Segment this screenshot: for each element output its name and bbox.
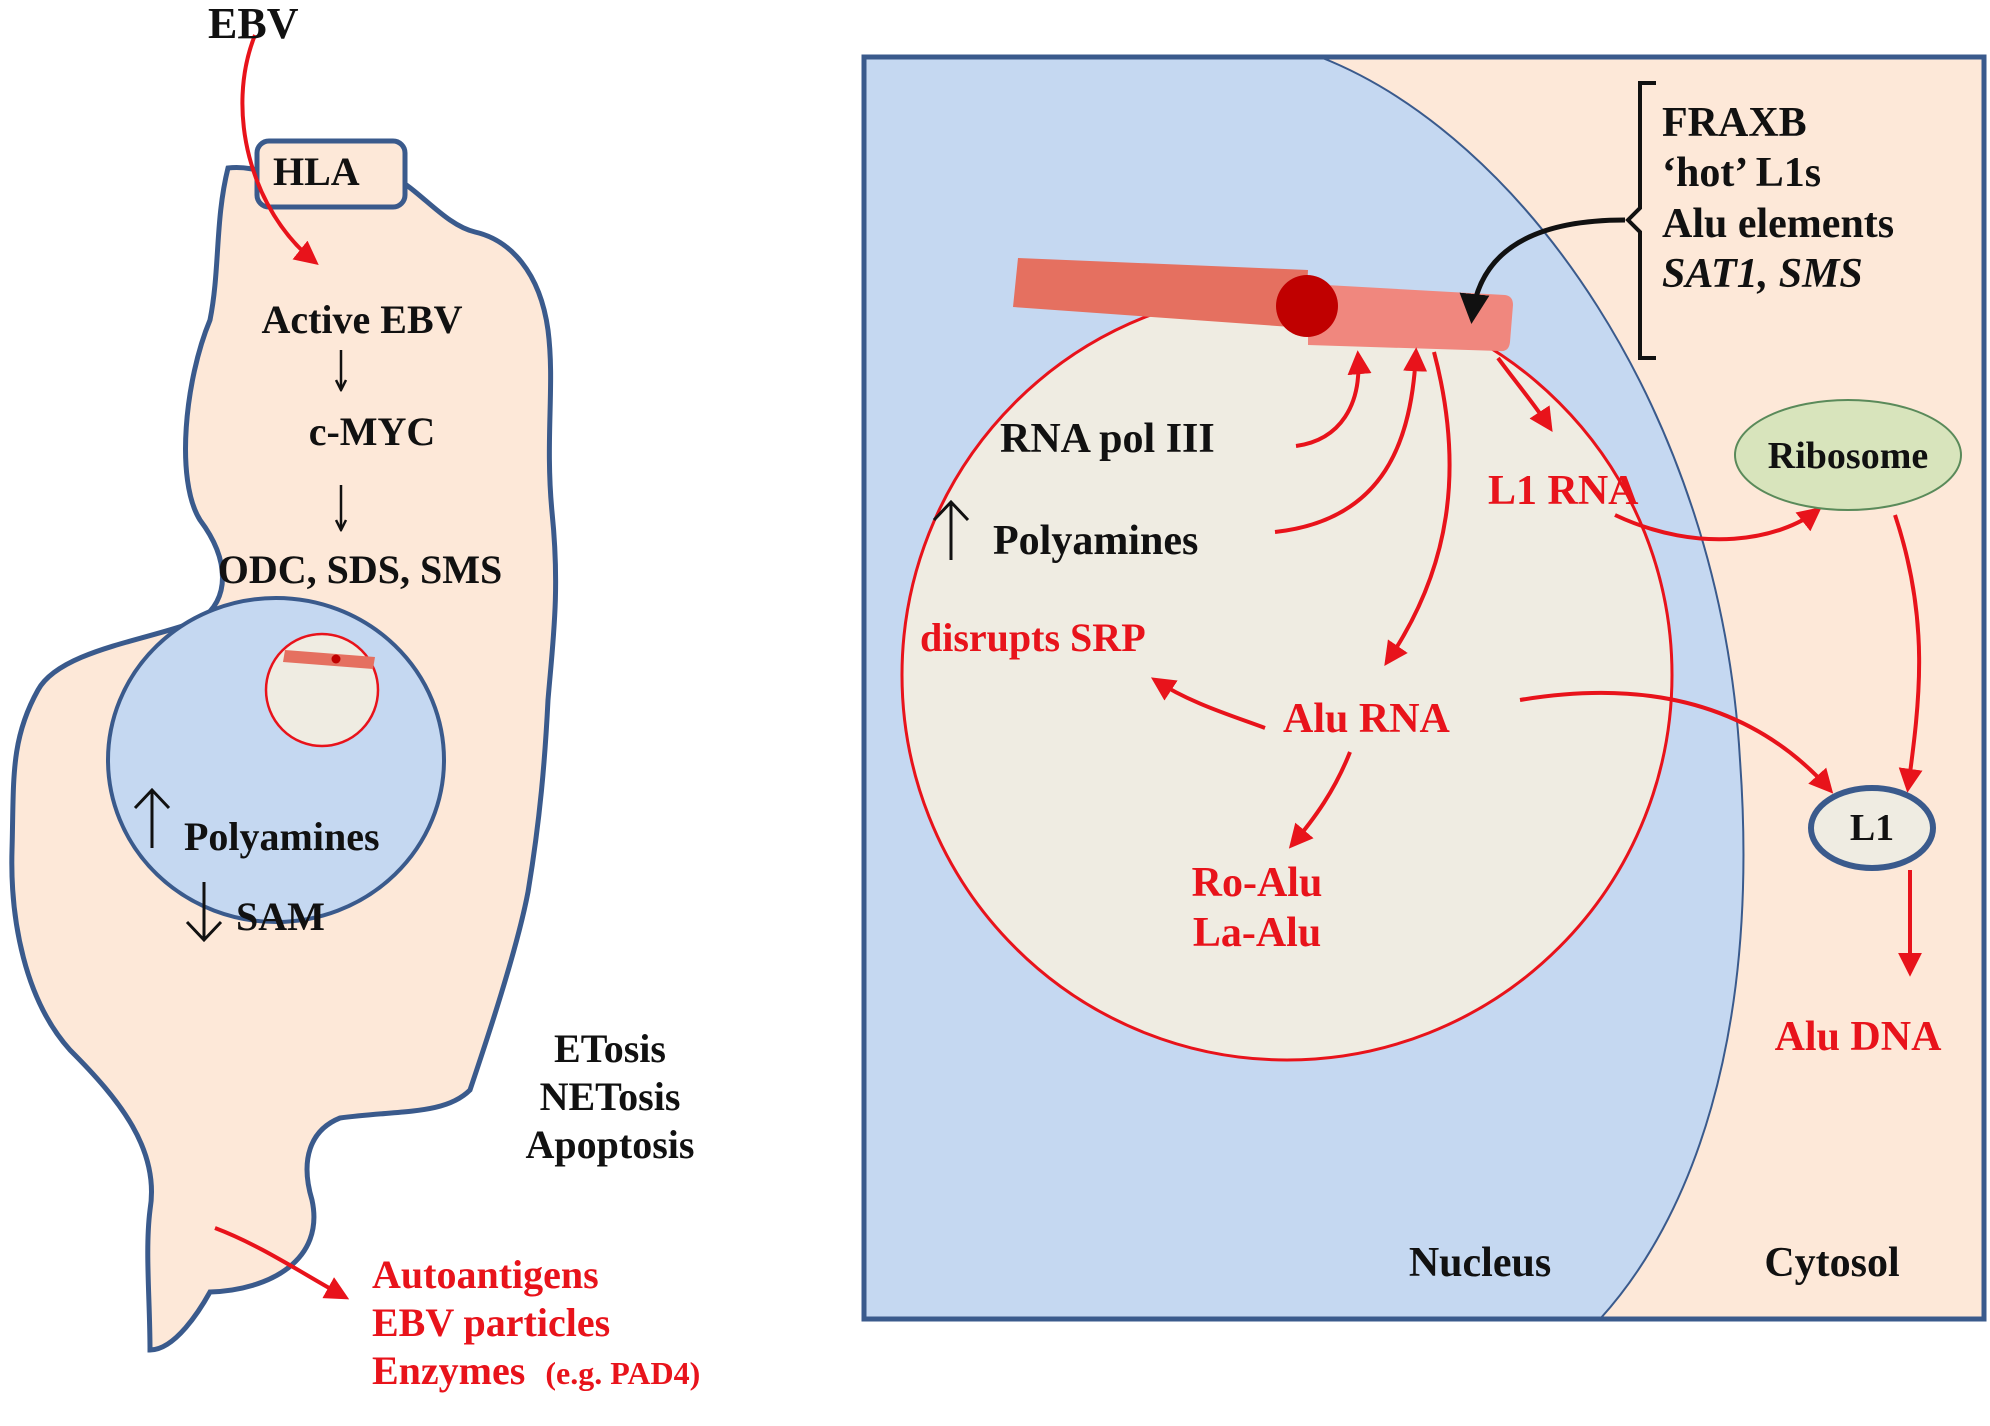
small-inner-circle [264,632,380,748]
small-chromosome [283,650,375,669]
disrupts-arrow [1150,677,1266,730]
apoptosis-label: Apoptosis [525,1122,695,1167]
to-l1-rna-arrow [1496,356,1553,433]
etosis-label: ETosis [554,1026,666,1071]
fraxb-label: FRAXB [1662,100,1807,146]
active-ebv-label: Active EBV [261,297,463,342]
l1-rna-label: L1 RNA [1488,468,1639,514]
up-arrow-icon [133,787,171,848]
cytosol-label: Cytosol [1764,1240,1900,1286]
ribosome [1734,399,1962,511]
up-arrow-icon [932,499,970,560]
small-nucleus [106,596,446,924]
polyamines-label: Polyamines [184,814,380,859]
chromosome-left-arm [1013,258,1308,328]
ribosome-label: Ribosome [1767,435,1929,477]
ribosome-l1-arrow [1893,514,1923,793]
ro-alu-label: Ro-Alu [1191,860,1323,906]
ebv-entry-arrow [240,34,319,266]
c-myc-label: c-MYC [308,409,436,454]
bracket-arrow [1459,217,1626,324]
l1rna-ribosome-arrow [1614,507,1822,542]
hot-l1s-label: ‘hot’ L1s [1662,150,1822,197]
bracket [1625,81,1656,360]
enzymes-odc-label: ODC, SDS, SMS [217,547,503,592]
ro-la-list: Ro-Alu La-Alu [1192,858,1323,959]
released-list: Autoantigens EBV particles Enzymes (e.g.… [372,1251,700,1395]
l1-ellipse [1808,785,1936,871]
alurna-l1-arrow [1519,690,1834,794]
disrupts-srp-label: disrupts SRP [920,615,1146,660]
hla-box [254,138,408,210]
sam-label: SAM [236,894,325,939]
alu-rna-label: Alu RNA [1283,696,1450,742]
right-polyamines-label: Polyamines [993,518,1199,564]
sat1-sms-label: SAT1, SMS [1662,251,1863,298]
down-arrow-icon [185,882,223,943]
ebv-particles-label: EBV particles [372,1300,611,1345]
centromere [1276,275,1338,337]
enzymes-label: Enzymes (e.g. PAD4) [372,1348,701,1393]
to-ro-la-arrow [1288,751,1352,849]
rnapol-arrow [1295,350,1372,448]
la-alu-label: La-Alu [1192,910,1322,957]
release-arrow [214,1226,350,1300]
polyamines-arrow [1274,347,1428,534]
nucleus-label: Nucleus [1408,1240,1552,1286]
rna-pol-label: RNA pol III [1000,416,1215,462]
hla-label: HLA [273,149,360,194]
netosis-label: NETosis [539,1074,681,1119]
alu-elements-label: Alu elements [1662,200,1895,247]
cell-death-list: ETosis NETosis Apoptosis [526,1025,695,1169]
l1-label: L1 [1849,807,1895,849]
ebv-label: EBV [208,0,299,48]
chromosome-right-arm [1308,284,1513,352]
alu-dna-label: Alu DNA [1774,1014,1942,1060]
pad4-note: (e.g. PAD4) [545,1355,701,1391]
bracket-list: FRAXB ‘hot’ L1s Alu elements SAT1, SMS [1662,98,1894,300]
to-alu-rna-arrow [1384,351,1452,666]
autoantigens-label: Autoantigens [372,1252,599,1297]
